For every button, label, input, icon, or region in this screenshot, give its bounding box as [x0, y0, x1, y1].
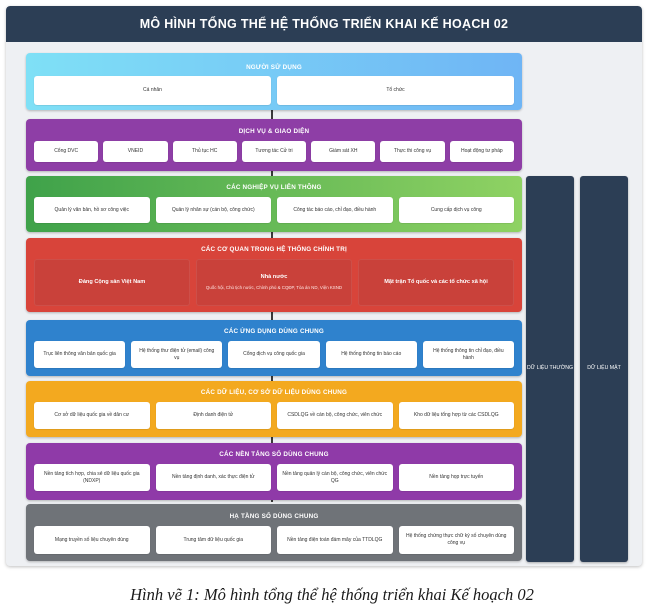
- diagram-title: MÔ HÌNH TỔNG THỂ HỆ THỐNG TRIỂN KHAI KẾ …: [6, 6, 642, 42]
- data-item: Cơ sở dữ liệu quốc gia về dân cư: [34, 402, 150, 429]
- political-state-sub: Quốc hội, Chủ tịch nước, Chính phủ & CQĐ…: [205, 284, 343, 290]
- layer-infrastructure: HẠ TẦNG SỐ DÙNG CHUNG Mạng truyền số liệ…: [26, 504, 522, 561]
- layer-platforms-title: CÁC NỀN TẢNG SỐ DÙNG CHUNG: [219, 451, 329, 458]
- app-item: Trục liên thông văn bản quốc gia: [34, 341, 126, 368]
- political-front-label: Mặt trận Tổ quốc và các tổ chức xã hội: [384, 278, 488, 285]
- infra-item: Nền tảng điện toán đám mây của TTDLQG: [277, 526, 393, 554]
- business-item: Quản lý nhân sự (cán bộ, công chức): [155, 197, 271, 223]
- layer-infrastructure-title: HẠ TẦNG SỐ DÙNG CHUNG: [229, 513, 319, 520]
- business-item: Quản lý văn bản, hồ sơ công việc: [34, 197, 150, 223]
- business-item: Cung cấp dịch vụ công: [398, 197, 514, 223]
- app-item: Hệ thống thông tin báo cáo: [325, 341, 417, 368]
- data-item: CSDLQG về cán bộ, công chức, viên chức: [277, 402, 393, 429]
- data-item: Kho dữ liệu tổng hợp từ các CSDLQG: [398, 402, 514, 429]
- layer-business: CÁC NGHIỆP VỤ LIÊN THÔNG Quản lý văn bản…: [26, 176, 522, 232]
- layer-business-title: CÁC NGHIỆP VỤ LIÊN THÔNG: [226, 184, 322, 191]
- service-item: Tương tác Cử tri: [241, 141, 307, 162]
- side-normal-data: DỮ LIỆU THƯỜNG: [526, 176, 574, 562]
- infra-item: Trung tâm dữ liệu quốc gia: [155, 526, 271, 554]
- political-state: Nhà nước Quốc hội, Chủ tịch nước, Chính …: [196, 259, 352, 306]
- layer-services-title: DỊCH VỤ & GIAO DIỆN: [238, 128, 310, 135]
- app-item: Hệ thống thư điện tử (email) công vụ: [131, 341, 223, 368]
- service-item: VNEID: [103, 141, 168, 162]
- service-item: Thực thi công vụ: [380, 141, 445, 162]
- users-item-organization: Tổ chức: [277, 76, 514, 105]
- political-state-label: Nhà nước: [260, 274, 288, 281]
- platform-item: Nền tảng quản lý cán bộ, công chức, viên…: [277, 464, 393, 491]
- platform-item: Nền tảng họp trực tuyến: [398, 464, 514, 491]
- layer-services: DỊCH VỤ & GIAO DIỆN Cổng DVC VNEID Thủ t…: [26, 119, 522, 171]
- layer-political: CÁC CƠ QUAN TRONG HỆ THỐNG CHÍNH TRỊ Đản…: [26, 238, 522, 312]
- layer-data-title: CÁC DỮ LIỆU, CƠ SỞ DỮ LIỆU DÙNG CHUNG: [200, 389, 348, 396]
- service-item: Giám sát XH: [311, 141, 376, 162]
- layer-users: NGƯỜI SỬ DỤNG Cá nhân Tổ chức: [26, 53, 522, 110]
- layer-apps-title: CÁC ỨNG DỤNG DÙNG CHUNG: [223, 328, 325, 335]
- political-party-label: Đảng Cộng sản Việt Nam: [78, 278, 146, 285]
- layer-data: CÁC DỮ LIỆU, CƠ SỞ DỮ LIỆU DÙNG CHUNG Cơ…: [26, 381, 522, 437]
- business-item: Công tác báo cáo, chỉ đạo, điều hành: [277, 197, 393, 223]
- users-item-individual: Cá nhân: [34, 76, 271, 105]
- app-item: Cổng dịch vụ công quốc gia: [228, 341, 320, 368]
- layer-political-title: CÁC CƠ QUAN TRONG HỆ THỐNG CHÍNH TRỊ: [201, 246, 347, 253]
- data-item: Định danh điện tử: [155, 402, 271, 429]
- infra-item: Hệ thống chứng thực chữ ký số chuyên dùn…: [398, 526, 514, 554]
- figure-caption: Hình vẽ 1: Mô hình tổng thể hệ thống tri…: [130, 585, 534, 604]
- service-item: Hoạt động tư pháp: [449, 141, 514, 162]
- service-item: Cổng DVC: [34, 141, 99, 162]
- layer-platforms: CÁC NỀN TẢNG SỐ DÙNG CHUNG Nền tảng tích…: [26, 443, 522, 500]
- app-item: Hệ thống thông tin chỉ đạo, điều hành: [422, 341, 515, 368]
- layer-apps: CÁC ỨNG DỤNG DÙNG CHUNG Trục liên thông …: [26, 320, 522, 376]
- side-secret-data: DỮ LIỆU MẬT: [580, 176, 628, 562]
- platform-item: Nền tảng tích hợp, chia sẻ dữ liệu quốc …: [34, 464, 150, 491]
- platform-item: Nền tảng định danh, xác thực điện tử: [155, 464, 271, 491]
- infra-item: Mạng truyền số liệu chuyên dùng: [34, 526, 150, 554]
- political-front: Mặt trận Tổ quốc và các tổ chức xã hội: [358, 259, 514, 306]
- layer-users-title: NGƯỜI SỬ DỤNG: [246, 64, 302, 71]
- diagram-frame: MÔ HÌNH TỔNG THỂ HỆ THỐNG TRIỂN KHAI KẾ …: [6, 6, 642, 566]
- political-party: Đảng Cộng sản Việt Nam: [34, 259, 190, 306]
- service-item: Thủ tục HC: [172, 141, 237, 162]
